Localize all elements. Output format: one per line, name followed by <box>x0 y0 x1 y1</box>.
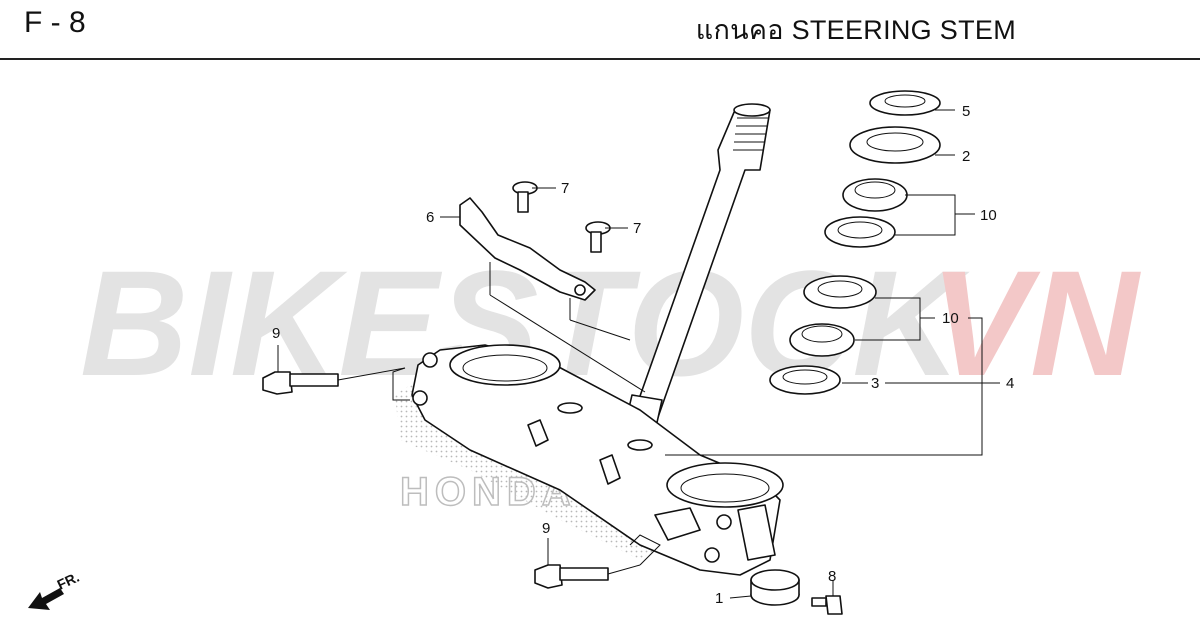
callout-9-upper: 9 <box>272 325 280 342</box>
callout-1: 1 <box>715 590 723 607</box>
arrow-down-left-icon <box>28 588 64 610</box>
page-title: แกนคอ STEERING STEM <box>695 15 1016 45</box>
callout-10-upper: 10 <box>980 207 997 224</box>
callout-2: 2 <box>962 148 970 165</box>
part-1-clamp <box>750 569 800 606</box>
part-6-plate <box>459 197 596 301</box>
callout-9-lower: 9 <box>542 520 550 537</box>
part-9-bolt-lower <box>534 564 609 589</box>
callout-3: 3 <box>871 375 879 392</box>
part-8-bolt <box>811 595 843 615</box>
part-10-upper-race <box>824 216 896 248</box>
callout-8: 8 <box>828 568 836 585</box>
callout-5: 5 <box>962 103 970 120</box>
part-2-dust-seal <box>849 126 941 164</box>
front-direction-indicator: FR. <box>28 569 82 610</box>
leader-lines <box>277 109 1000 599</box>
callout-10-lower: 10 <box>942 310 959 327</box>
direction-label: FR. <box>55 569 82 593</box>
header-divider <box>0 58 1200 60</box>
callout-7-upper: 7 <box>561 180 569 197</box>
callout-7-lower: 7 <box>633 220 641 237</box>
callout-6: 6 <box>426 209 434 226</box>
steering-stem-bracket <box>411 344 784 576</box>
callout-4: 4 <box>1006 375 1014 392</box>
watermark-text-accent: VN <box>930 239 1141 407</box>
part-5-lock-nut <box>869 90 941 116</box>
part-7-screw-a <box>512 181 538 213</box>
page-code: F - 8 <box>24 6 86 39</box>
part-10-lower-race <box>803 275 877 309</box>
part-10-upper-bearing <box>842 178 908 212</box>
part-10-lower-bearing <box>789 323 855 357</box>
part-3-dust-seal <box>769 365 841 395</box>
